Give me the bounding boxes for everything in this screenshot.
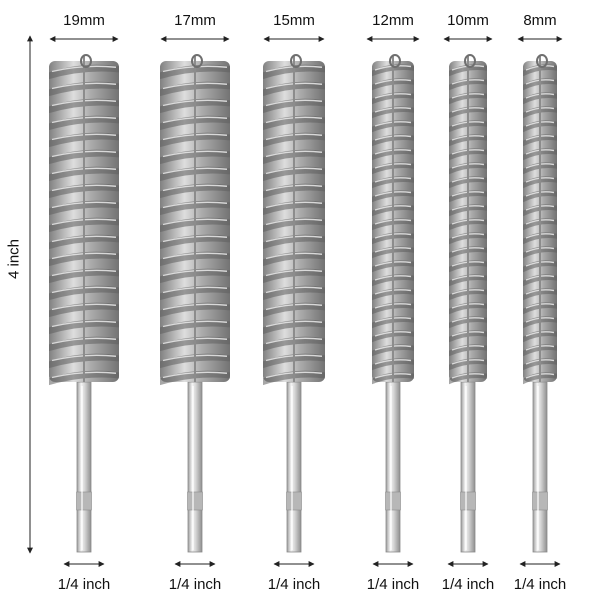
diameter-label: 8mm	[523, 12, 557, 29]
brush-1	[49, 54, 119, 553]
height-label: 4 inch	[5, 238, 23, 280]
diameter-label: 17mm	[174, 12, 216, 29]
shank-size-label: 1/4 inch	[267, 576, 321, 593]
diameter-label: 19mm	[63, 12, 105, 29]
brush-2	[160, 54, 230, 553]
shank-size-label: 1/4 inch	[366, 576, 420, 593]
hex-shank	[460, 381, 476, 553]
hex-shank	[76, 381, 92, 553]
brush-3	[263, 54, 325, 553]
shank-size-label: 1/4 inch	[57, 576, 111, 593]
diameter-label: 10mm	[447, 12, 489, 29]
hex-shank	[385, 381, 401, 553]
brush-5	[449, 54, 487, 553]
hex-shank	[286, 381, 302, 553]
diameter-label: 15mm	[273, 12, 315, 29]
hex-shank	[532, 381, 548, 553]
brush-6	[523, 54, 557, 553]
brush-4	[372, 54, 414, 553]
hex-shank	[187, 381, 203, 553]
shank-size-label: 1/4 inch	[441, 576, 495, 593]
diameter-label: 12mm	[372, 12, 414, 29]
shank-size-label: 1/4 inch	[513, 576, 567, 593]
shank-size-label: 1/4 inch	[168, 576, 222, 593]
